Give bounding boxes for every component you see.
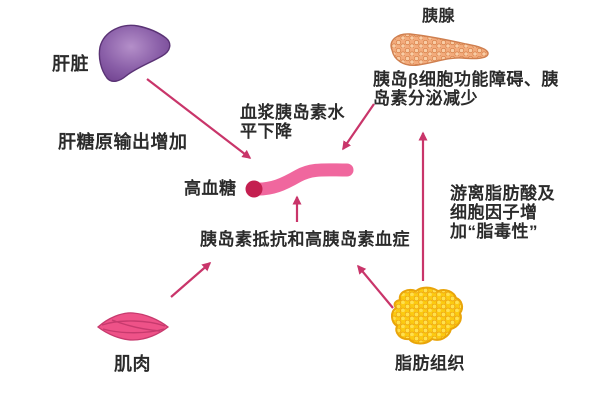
arrow-betacell-to-glucose	[342, 103, 375, 151]
liver-label: 肝脏	[52, 54, 89, 74]
lipotoxicity-line-3: 加“脂毒性”	[450, 221, 538, 241]
adipose-label: 脂肪组织	[395, 354, 465, 373]
plasma-insulin-text: 血浆胰岛素水 平下降	[240, 104, 345, 142]
plasma-insulin-line-1: 血浆胰岛素水	[240, 103, 345, 122]
liver-icon	[98, 24, 171, 83]
lipotoxicity-text: 游离脂肪酸及 细胞因子增 加“脂毒性”	[450, 185, 555, 242]
pancreas-icon	[390, 33, 489, 67]
hepatic-output-text: 肝糖原输出增加	[58, 132, 188, 152]
insulin-resistance-text: 胰岛素抵抗和高胰岛素血症	[200, 230, 410, 249]
plasma-insulin-line-2: 平下降	[240, 121, 293, 141]
arrow-adipose-to-resistance	[357, 264, 394, 309]
arrow-liver-to-glucose	[146, 78, 252, 159]
lipotoxicity-line-1: 游离脂肪酸及	[450, 184, 555, 203]
lipotoxicity-line-2: 细胞因子增	[450, 202, 538, 222]
muscle-label: 肌肉	[114, 354, 151, 374]
glucose-curve-dot	[245, 180, 263, 198]
hyperglycemia-label: 高血糖	[184, 179, 237, 198]
glucose-curve-icon	[245, 163, 354, 198]
beta-cell-line-1: 胰岛β细胞功能障碍、胰	[373, 70, 559, 89]
arrow-muscle-to-resistance	[170, 262, 212, 298]
muscle-icon	[96, 312, 170, 341]
adipose-tissue-icon	[391, 286, 464, 345]
beta-cell-dysfunction-text: 胰岛β细胞功能障碍、胰 岛素分泌减少	[373, 71, 559, 109]
pancreas-label: 胰腺	[422, 8, 456, 25]
beta-cell-line-2: 岛素分泌减少	[373, 88, 478, 108]
